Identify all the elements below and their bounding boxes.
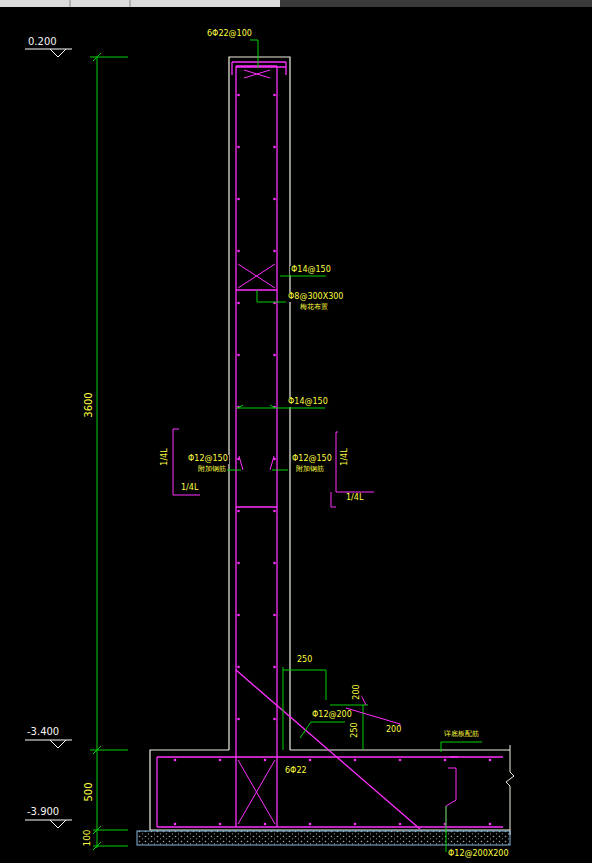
annotation-text: Φ12@150: [291, 455, 333, 464]
annotation-text: Φ14@150: [290, 266, 332, 275]
dimension-text: 1/4L: [161, 447, 170, 466]
rebar-dot: [174, 823, 177, 826]
rebar-dot: [237, 198, 240, 201]
annotation-text: 200: [385, 726, 402, 735]
rebar-dot: [174, 759, 177, 762]
rebar-dot: [273, 718, 276, 721]
rebar-dot: [354, 759, 357, 762]
rebar-dot: [309, 759, 312, 762]
rebar-dot: [273, 94, 276, 97]
rebar-dot: [273, 510, 276, 513]
rebar-dot: [219, 759, 222, 762]
rebar-dot: [237, 510, 240, 513]
rebar-dot: [237, 354, 240, 357]
rebar-dot: [354, 823, 357, 826]
annotation-text: Φ12@200: [311, 711, 353, 720]
rebar-dot: [237, 458, 240, 461]
rebar-dot: [264, 759, 267, 762]
annotation-text: 6Φ22: [284, 767, 308, 776]
annotation-text: 0.200: [27, 36, 58, 47]
rebar-dot: [399, 759, 402, 762]
rebar-dot: [237, 718, 240, 721]
annotation-text: 1/4L: [345, 494, 364, 503]
dimension-text: 3600: [83, 391, 94, 418]
rebar-dot: [273, 198, 276, 201]
dimension-text: 200: [353, 683, 362, 700]
annotation-text: 详底板配筋: [443, 731, 480, 738]
rebar-dot: [237, 94, 240, 97]
annotation-text: 梅花布置: [299, 304, 329, 311]
rebar-dot: [273, 250, 276, 253]
rebar-dot: [273, 146, 276, 149]
rebar-dot: [237, 250, 240, 253]
rebar-dot: [273, 458, 276, 461]
annotation-text: -3.900: [26, 806, 60, 817]
rebar-dot: [489, 823, 492, 826]
dimension-text: 250: [351, 721, 360, 738]
annotation-text: Φ14@150: [287, 398, 329, 407]
annotation-text: 附加钢筋: [295, 466, 325, 473]
annotation-text: Φ12@150: [187, 455, 229, 464]
rebar-dot: [237, 302, 240, 305]
rebar-dot: [237, 614, 240, 617]
rebar-dot: [444, 759, 447, 762]
rebar-dot: [273, 614, 276, 617]
annotation-text: Φ8@300X300: [287, 293, 344, 302]
rebar-dot: [237, 666, 240, 669]
rebar-dot: [489, 759, 492, 762]
dimension-text: 500: [83, 781, 94, 802]
rebar-dot: [273, 666, 276, 669]
annotation-text: 6Φ22@100: [206, 30, 253, 39]
rebar-dot: [273, 354, 276, 357]
rebar-dot: [309, 823, 312, 826]
annotation-text: 250: [296, 656, 313, 665]
rebar-dot: [399, 823, 402, 826]
annotation-text: Φ12@200X200: [447, 850, 510, 859]
rebar-dot: [237, 146, 240, 149]
dimension-text: 1/4L: [341, 447, 350, 466]
rebar-dot: [219, 823, 222, 826]
annotation-text: -3.400: [26, 726, 60, 737]
annotation-text: 附加钢筋: [197, 466, 227, 473]
dimension-text: 100: [83, 828, 93, 847]
rebar-dot: [264, 823, 267, 826]
rebar-dot: [273, 562, 276, 565]
rebar-dot: [237, 562, 240, 565]
annotation-text: 1/4L: [180, 484, 199, 493]
